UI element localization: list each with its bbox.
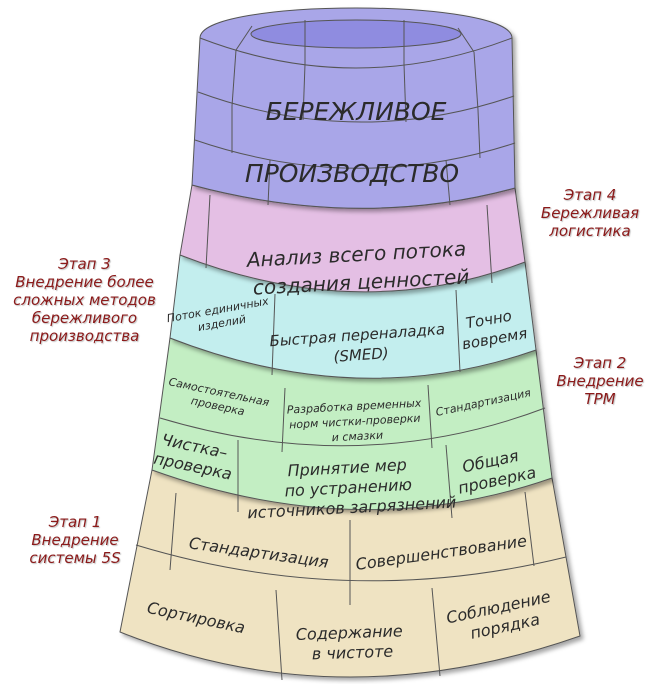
stage3-label: Этап 3 Внедрение более сложных методов б… [2, 255, 167, 345]
tier-stage3: Поток единичных изделий Быстрая перенала… [166, 254, 537, 379]
stage2-div-top-1 [281, 387, 286, 453]
stage1-label-line3: системы 5S [29, 549, 121, 567]
top-opening [250, 19, 462, 49]
stage1-div-bot-2 [431, 587, 441, 677]
stage1-label: Этап 1 Внедрение системы 5S [12, 513, 138, 567]
stage3-div-1 [271, 293, 276, 376]
top-div-1 [231, 49, 237, 107]
stage3-label-line5: производства [29, 327, 140, 345]
stage4-label-line1: Этап 4 [563, 186, 617, 204]
top-div-2 [302, 63, 306, 121]
tier-stage1: Стандартизация Совершенствование Сортиро… [119, 469, 581, 681]
top-band [191, 7, 516, 209]
stage1-label-line2: Внедрение [31, 531, 119, 549]
stage1-row-divider [135, 544, 567, 582]
stage3-label-line4: бережливого [31, 309, 138, 327]
stage1-cleanliness: Содержание в чистоте [295, 621, 408, 664]
tier-stage4: Анализ всего потока создания ценностей [179, 184, 526, 300]
stage2-label-line2: Внедрение [556, 372, 644, 390]
stage4-div-2 [486, 204, 493, 284]
top-row-divider-1 [197, 91, 515, 123]
stage3-label-line2: Внедрение более [15, 273, 154, 291]
stage1-label-line1: Этап 1 [48, 513, 102, 531]
top-div-rim-4 [457, 27, 475, 53]
top-div-8 [445, 159, 451, 206]
stage2-div-bot-2 [445, 444, 453, 519]
tier-top: БЕРЕЖЛИВОЕ ПРОИЗВОДСТВО [191, 7, 516, 209]
stage2-contamination-measures: Принятие мер по устранению источников за… [245, 453, 457, 523]
stage4-label-line2: Бережливая [540, 204, 640, 222]
stage4-label: Этап 4 Бережливая логистика [530, 186, 650, 240]
stage2-label-line3: TPM [584, 390, 616, 408]
top-div-7 [267, 159, 271, 206]
stage1-div-bot-1 [275, 589, 283, 681]
top-title-line2: ПРОИЗВОДСТВО [245, 159, 459, 188]
top-div-4 [473, 51, 479, 111]
top-title-line1: БЕРЕЖЛИВОЕ [266, 97, 447, 126]
stage1-div-top-1 [169, 492, 177, 571]
stage3-div-2 [455, 289, 461, 373]
stage2-div-top-2 [427, 384, 433, 449]
top-div-6 [477, 109, 481, 159]
stage2-label: Этап 2 Внедрение TPM [548, 354, 652, 408]
stage3-label-line1: Этап 3 [58, 255, 111, 273]
stage4-div-1 [205, 194, 211, 269]
top-row-divider-2 [194, 139, 516, 169]
stage2-label-line1: Этап 2 [573, 354, 627, 372]
top-div-3 [403, 63, 407, 123]
stage1-div-top-3 [524, 491, 535, 567]
stage2-row-divider [159, 407, 546, 447]
top-div-rim-1 [235, 25, 253, 51]
stage3-label-line3: сложных методов [13, 291, 156, 309]
top-rim-inner [199, 37, 513, 69]
tier-stage2: Самостоятельная проверка Разработка врем… [151, 337, 553, 523]
stage4-label-line3: логистика [549, 222, 631, 240]
